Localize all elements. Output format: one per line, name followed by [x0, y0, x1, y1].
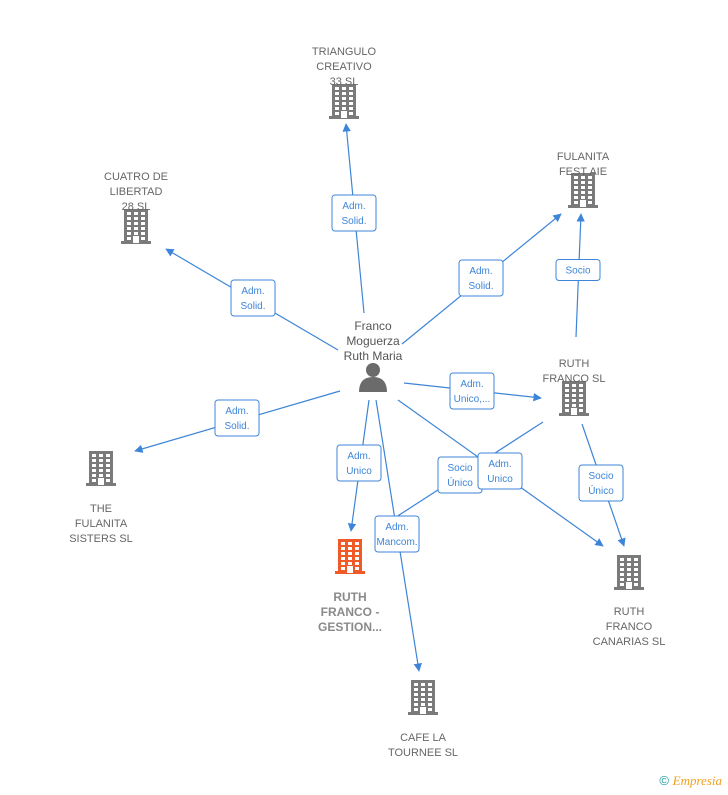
edge-label-text: Adm. — [469, 266, 492, 277]
edge-label-text: Unico — [487, 474, 513, 485]
edge-label-box[interactable] — [374, 515, 420, 553]
edge-label-box[interactable] — [449, 372, 495, 410]
node-label-line: TRIANGULO — [312, 46, 377, 58]
edge-franco-ruth_franco_sl: Adm. Unico,... — [403, 372, 542, 410]
edge-label-text: Adm. — [460, 379, 483, 390]
edge-label-text: Adm. — [385, 522, 408, 533]
footer-brand: © Empresia — [659, 773, 722, 789]
edges-layer: Adm.Solid.Adm.Solid.Adm.Solid.SocioAdm.U… — [134, 123, 626, 672]
company-node-cafe[interactable]: CAFE LA TOURNEE SL — [388, 680, 458, 759]
company-node-ruth_franco_sl[interactable]: RUTH FRANCO SL — [543, 358, 606, 416]
edge-label-box[interactable] — [331, 194, 377, 232]
company-node-ruth_canarias[interactable]: RUTH FRANCO CANARIAS SL — [593, 555, 666, 648]
node-label-line: FRANCO - — [321, 605, 380, 619]
edge-label-text: Socio — [447, 463, 472, 474]
node-label-line: CREATIVO — [316, 61, 372, 73]
node-label-line: FEST AIE — [559, 166, 607, 178]
building-icon[interactable] — [121, 209, 151, 244]
building-icon[interactable] — [329, 84, 359, 119]
node-label-line: Franco — [354, 319, 392, 333]
edge-label-box[interactable] — [214, 399, 260, 437]
edge-label-text: Adm. — [241, 286, 264, 297]
building-icon[interactable] — [335, 539, 365, 574]
edge-label-text: Solid. — [468, 281, 493, 292]
node-label-line: 28 SL — [122, 201, 151, 213]
edge-label-text: Adm. — [342, 201, 365, 212]
node-label: TRIANGULO CREATIVO 33 SL — [312, 46, 377, 88]
node-label-line: RUTH — [614, 606, 645, 618]
edge-ruth_franco_sl-fulanita_fest: Socio — [555, 213, 601, 338]
node-label-line: FULANITA — [557, 151, 610, 163]
brand-logo[interactable]: Empresia — [672, 773, 722, 788]
edge-franco-ruth_canarias: Adm. Unico — [397, 399, 604, 547]
node-label-line: LIBERTAD — [110, 186, 163, 198]
edge-label-text: Solid. — [224, 421, 249, 432]
edge-franco-triangulo: Adm. Solid. — [331, 123, 377, 314]
node-label-line: RUTH — [333, 590, 366, 604]
building-icon[interactable] — [86, 451, 116, 486]
edge-label-text: Unico,... — [454, 394, 491, 405]
edge-label-box[interactable] — [230, 279, 276, 317]
node-label: RUTH FRANCO CANARIAS SL — [593, 606, 666, 648]
edge-label-box[interactable] — [578, 464, 624, 502]
edge-label-text: Unico — [346, 466, 372, 477]
node-label-line: FRANCO — [606, 621, 653, 633]
edge-label-text: Adm. — [347, 451, 370, 462]
node-label: CUATRO DE LIBERTAD 28 SL — [104, 171, 168, 213]
node-label-line: TOURNEE SL — [388, 747, 458, 759]
building-icon[interactable] — [559, 381, 589, 416]
node-label-line: CANARIAS SL — [593, 636, 666, 648]
building-icon[interactable] — [568, 173, 598, 208]
edge-label-text: Socio — [588, 471, 613, 482]
edge-label-text: Único — [588, 484, 614, 497]
edge-label-box[interactable] — [336, 444, 382, 482]
node-label-line: FULANITA — [75, 518, 128, 530]
node-label-line: 33 SL — [330, 76, 359, 88]
edge-label-text: Mancom. — [376, 537, 417, 548]
edge-label-box[interactable] — [555, 259, 601, 281]
node-label-line: SISTERS SL — [69, 533, 133, 545]
node-label-line: Moguerza — [346, 334, 400, 348]
edge-franco-cuatro: Adm. Solid. — [165, 248, 339, 351]
node-label-line: CUATRO DE — [104, 171, 168, 183]
edge-label-text: Único — [447, 476, 473, 489]
edge-label-text: Solid. — [240, 301, 265, 312]
company-node-fulanita_fest[interactable]: FULANITA FEST AIE — [557, 151, 610, 208]
node-label-line: FRANCO SL — [543, 373, 606, 385]
edge-franco-fulanita_fest: Adm. Solid. — [401, 213, 562, 345]
node-label-line: CAFE LA — [400, 732, 447, 744]
building-icon[interactable] — [408, 680, 438, 715]
edge-label-text: Adm. — [225, 406, 248, 417]
edge-franco-ruth_gestion: Adm. Unico — [336, 399, 382, 532]
node-label-line: Ruth Maria — [344, 349, 403, 363]
edge-label-box[interactable] — [477, 452, 523, 490]
edge-label-text: Adm. — [488, 459, 511, 470]
node-label-line: RUTH — [559, 358, 590, 370]
company-node-fulanita_sisters[interactable]: THE FULANITA SISTERS SL — [69, 451, 133, 545]
node-label: RUTH FRANCO SL — [543, 358, 606, 385]
edge-label-text: Socio — [565, 266, 590, 277]
copyright-symbol: © — [659, 773, 670, 788]
edge-label-box[interactable] — [458, 259, 504, 297]
node-label-line: THE — [90, 503, 112, 515]
node-label: CAFE LA TOURNEE SL — [388, 732, 458, 759]
edge-franco-fulanita_sisters: Adm. Solid. — [134, 390, 341, 453]
company-node-triangulo[interactable]: TRIANGULO CREATIVO 33 SL — [312, 46, 377, 119]
edge-franco-cafe: Adm. Mancom. — [374, 399, 422, 672]
company-node-cuatro[interactable]: CUATRO DE LIBERTAD 28 SL — [104, 171, 168, 244]
node-label: FULANITA FEST AIE — [557, 151, 610, 178]
edge-label-text: Solid. — [341, 216, 366, 227]
node-label-line: GESTION... — [318, 620, 382, 634]
person-icon[interactable] — [359, 363, 387, 392]
node-label: THE FULANITA SISTERS SL — [69, 503, 133, 545]
building-icon[interactable] — [614, 555, 644, 590]
